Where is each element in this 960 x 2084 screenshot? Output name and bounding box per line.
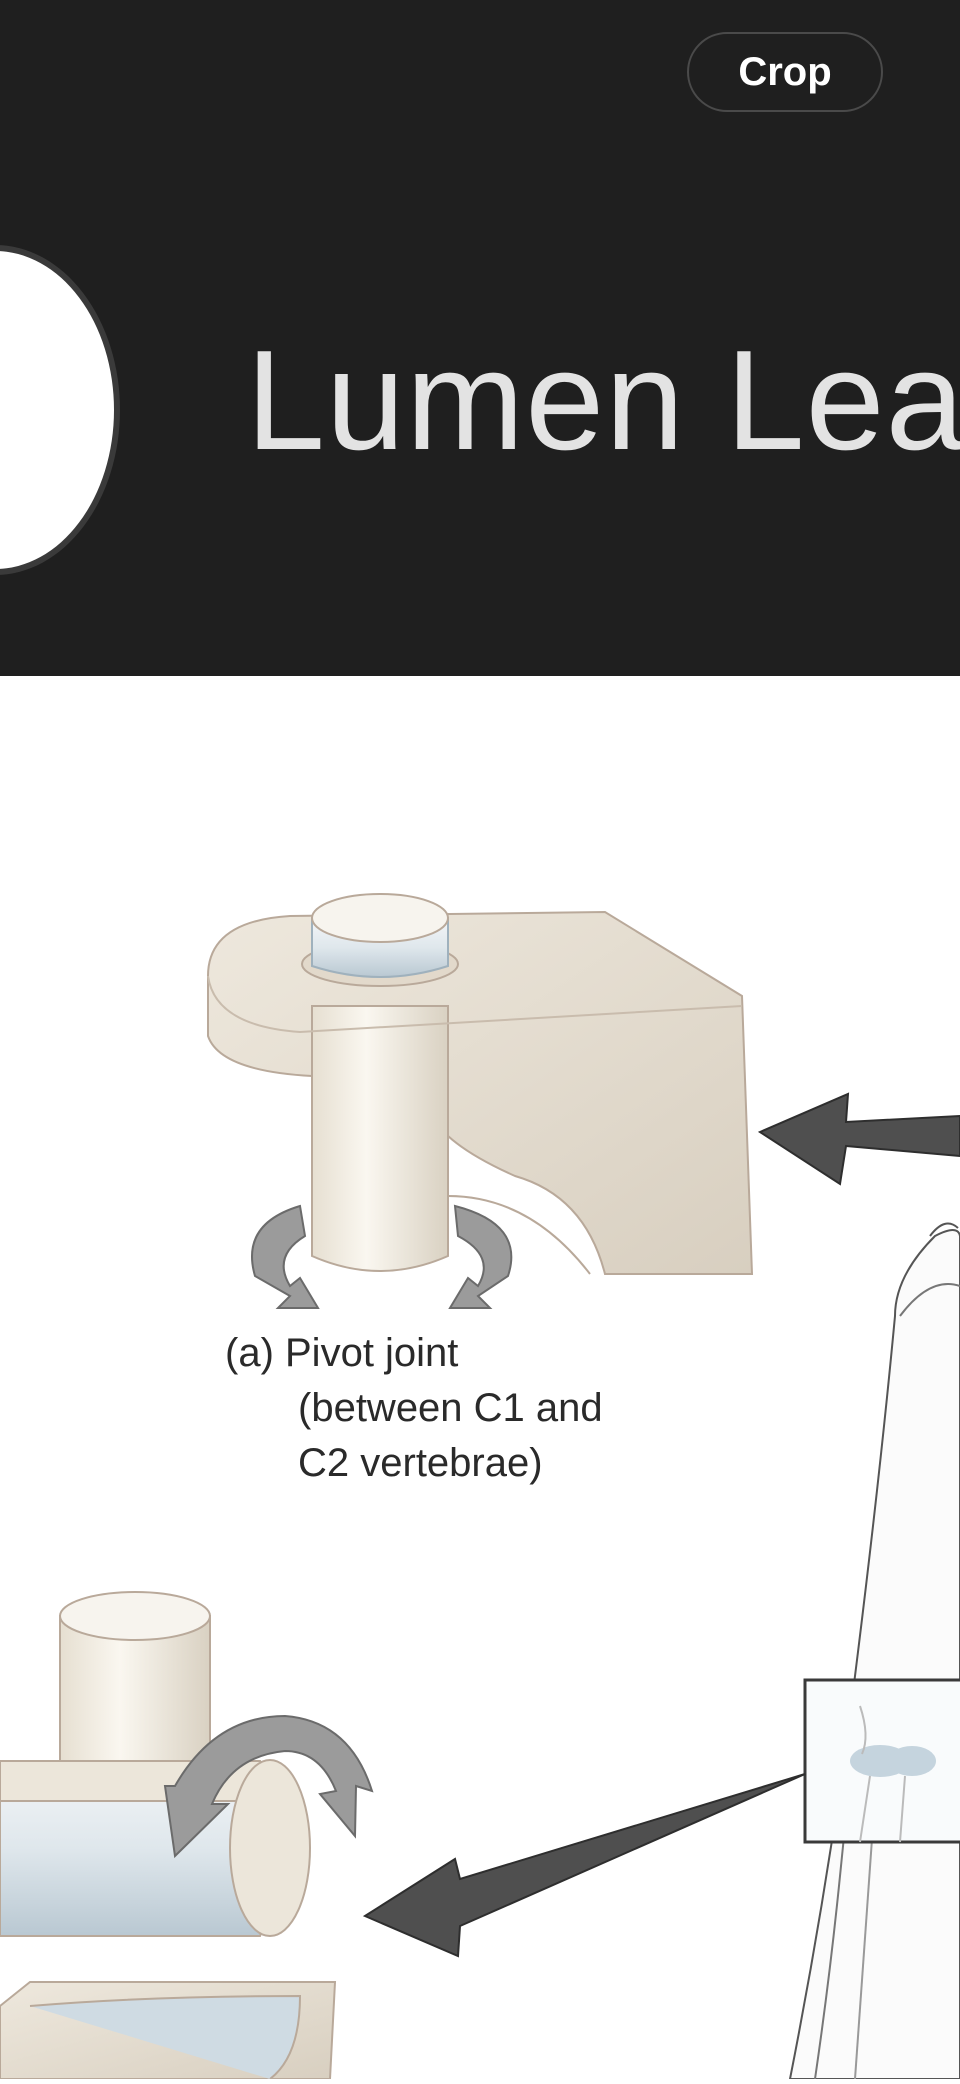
- arm-bones: [788, 1222, 960, 2080]
- crop-button[interactable]: Crop: [687, 32, 883, 112]
- brand-title: Lumen Lea: [246, 321, 960, 480]
- pointer-arrow-hinge: [362, 1773, 806, 1958]
- joint-diagram-svg: [0, 893, 960, 2080]
- elbow-inset: [803, 1678, 960, 1844]
- caption-pivot-line3: C2 vertebrae): [298, 1441, 543, 1485]
- caption-pivot-line2: (between C1 and: [298, 1386, 603, 1430]
- pivot-joint-model: [207, 893, 754, 1309]
- top-bar: Lumen Lea Crop: [0, 0, 960, 676]
- pointer-arrow-pivot: [757, 1092, 960, 1186]
- hinge-joint-model: [0, 1591, 374, 2080]
- caption-pivot-line1: (a) Pivot joint: [225, 1331, 459, 1375]
- logo-circle: [0, 245, 120, 575]
- joint-illustration: (a) Pivot joint (between C1 and C2 verte…: [0, 676, 960, 2080]
